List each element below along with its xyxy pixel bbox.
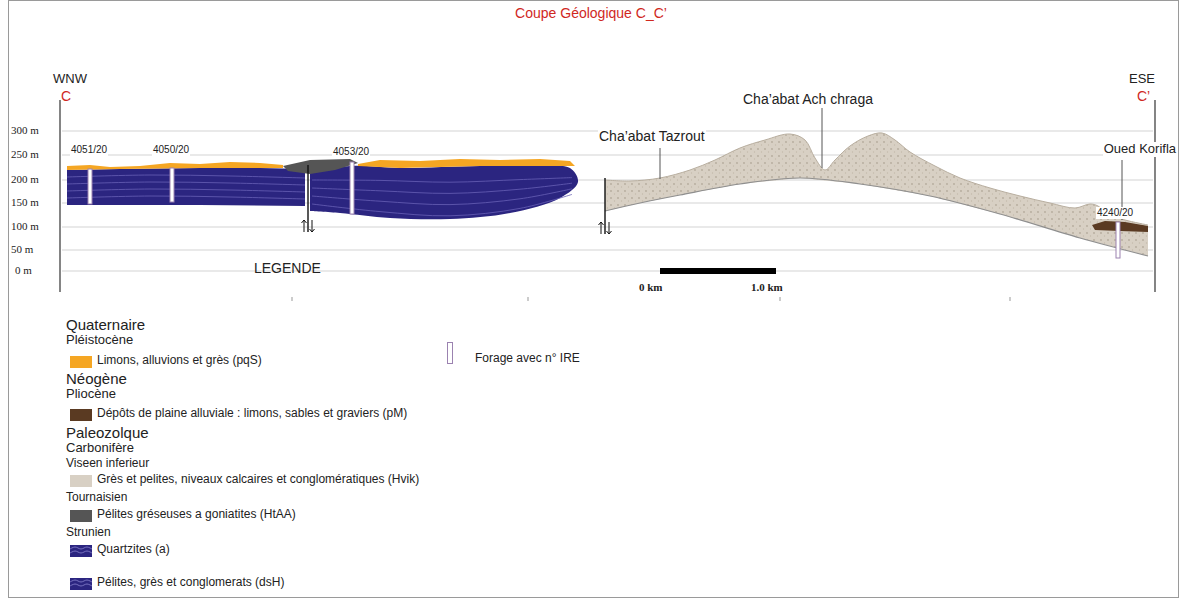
- legend-text: Forage avec n° IRE: [475, 352, 580, 366]
- fault-arrow: [607, 222, 612, 234]
- legend-swatch: [70, 545, 92, 557]
- bedding-line: [67, 182, 305, 185]
- legend-text: Pélites, grès et conglomerats (dsH): [97, 576, 284, 590]
- fault-line: [307, 165, 308, 232]
- direction-label: ESE: [1128, 72, 1156, 87]
- legend-heading: Pliocène: [65, 387, 117, 402]
- legend-heading: Strunien: [65, 526, 112, 540]
- place-name: Cha’abat Ach chraga: [742, 91, 874, 107]
- borehole-number: 4053/20: [332, 146, 370, 158]
- axis-label: 150 m: [10, 196, 40, 209]
- grid-line: [62, 227, 1153, 228]
- legend-title: LEGENDE: [253, 260, 322, 276]
- bedding-line: [67, 175, 305, 178]
- section-end-line: [59, 100, 60, 292]
- wavy-line: [70, 580, 92, 582]
- grid-line: [62, 250, 1153, 251]
- grid-line: [62, 155, 1153, 156]
- axis-label: 0 m: [14, 264, 33, 277]
- tick: [292, 297, 293, 301]
- section-end-label: C: [60, 88, 72, 104]
- fault-arrow: [599, 222, 604, 234]
- axis-label: 200 m: [10, 173, 40, 186]
- diagram-title: Coupe Géologique C_C’: [515, 5, 667, 21]
- direction-label: WNW: [52, 72, 88, 87]
- borehole-number: 4240/20: [1096, 207, 1134, 219]
- htaa-unit: [283, 159, 358, 174]
- grid-line: [62, 271, 1153, 272]
- pqs-cover: [67, 162, 283, 170]
- wavy-line: [70, 547, 92, 549]
- pqs-cover: [358, 159, 575, 168]
- legend-swatch: [70, 578, 92, 590]
- legend-heading: Tournaisien: [65, 491, 128, 505]
- borehole-symbol: [447, 342, 453, 364]
- strunian-block: [67, 168, 305, 206]
- legend-heading: Paleozolque: [65, 424, 150, 441]
- place-name: Cha’abat Tazrout: [598, 128, 706, 144]
- borehole: [350, 162, 354, 214]
- fault-arrow: [302, 220, 307, 232]
- wavy-line: [70, 584, 92, 586]
- tick: [780, 297, 781, 301]
- legend-swatch: [70, 409, 92, 421]
- legend-text: Grès et pelites, niveaux calcaires et co…: [97, 473, 419, 487]
- wavy-pattern: [70, 545, 92, 557]
- legend-text: Quartzites (a): [97, 543, 170, 557]
- legend-heading: Carbonifère: [65, 441, 135, 456]
- axis-label: 50 m: [10, 243, 34, 256]
- legend-text: Limons, alluvions et grès (pqS): [97, 354, 262, 368]
- wavy-pattern: [70, 578, 92, 590]
- legend-heading: Pléistocène: [65, 333, 134, 348]
- tick: [1010, 297, 1011, 301]
- section-end-line: [1154, 100, 1155, 292]
- scale-label: 1.0 km: [750, 281, 784, 294]
- borehole-number: 4050/20: [152, 144, 190, 156]
- fault-arrow: [310, 220, 315, 232]
- borehole: [170, 168, 174, 202]
- legend-heading: Quaternaire: [65, 316, 146, 333]
- axis-label: 100 m: [10, 220, 40, 233]
- topography: [605, 133, 1148, 225]
- bedding-line: [67, 196, 305, 199]
- borehole: [1116, 222, 1120, 258]
- scale-bar: [660, 268, 776, 274]
- leader-line: [660, 148, 661, 179]
- legend-text: Pélites gréseuses a goniatites (HtAA): [97, 508, 296, 522]
- legend-text: Dépôts de plaine alluviale : limons, sab…: [97, 407, 407, 421]
- section-end-label: C’: [1136, 88, 1151, 104]
- legend-heading: Viseen inferieur: [65, 457, 150, 471]
- legend-swatch: [70, 510, 92, 522]
- axis-label: 250 m: [10, 148, 40, 161]
- scale-label: 0 km: [638, 281, 664, 294]
- legend-heading: Néogène: [65, 370, 128, 387]
- frame: [9, 1, 1179, 598]
- leader-line: [822, 108, 823, 168]
- contact-line: [605, 178, 1148, 256]
- borehole: [88, 169, 92, 204]
- wavy-line: [70, 551, 92, 553]
- legend-swatch: [70, 356, 92, 368]
- legend-swatch: [70, 475, 92, 487]
- bedding-line: [67, 189, 305, 192]
- axis-label: 300 m: [10, 124, 40, 137]
- hvik-unit: [605, 133, 1148, 256]
- place-name: Oued Korifla: [1103, 142, 1177, 157]
- tick: [528, 297, 529, 301]
- fault-line: [604, 178, 605, 234]
- borehole-number: 4051/20: [70, 144, 108, 156]
